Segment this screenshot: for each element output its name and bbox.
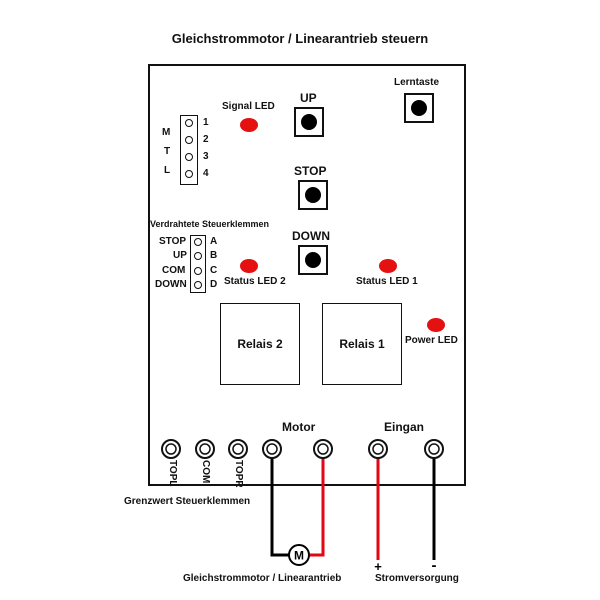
mode-letter-t: T: [164, 146, 171, 157]
relay-1-label: Relais 1: [339, 337, 385, 351]
motor-symbol-letter: M: [294, 549, 304, 563]
mode-pin-label-3: 3: [203, 151, 209, 162]
minus-sign: -: [432, 557, 437, 574]
mode-pin-label-1: 1: [203, 117, 209, 128]
limit-terminals-caption: Grenzwert Steuerklemmen: [124, 496, 251, 507]
terminal-letter-d: D: [210, 279, 218, 290]
limit-terminal-label-com: COM: [200, 460, 211, 484]
terminal-label-up: UP: [173, 250, 187, 261]
terminal-pin-a[interactable]: [194, 238, 202, 246]
mode-jumper-block[interactable]: [180, 115, 198, 185]
learn-button-label: Lerntaste: [394, 77, 440, 88]
motor-wire-red: [309, 456, 325, 557]
stop-button-label: STOP: [294, 164, 327, 178]
terminal-screw-motor-1[interactable]: [262, 439, 282, 459]
mode-pin-4[interactable]: [185, 170, 193, 178]
terminal-letter-a: A: [210, 236, 218, 247]
stop-button[interactable]: [298, 180, 328, 210]
terminal-screw-motor-2[interactable]: [313, 439, 333, 459]
up-button-label: UP: [300, 91, 317, 105]
terminal-letter-c: C: [210, 265, 218, 276]
terminal-pin-c[interactable]: [194, 267, 202, 275]
motor-wire-black: [270, 456, 289, 557]
wired-terminal-block[interactable]: [190, 235, 206, 293]
terminal-screw-topr[interactable]: [228, 439, 248, 459]
status-led-1-label: Status LED 1: [356, 276, 418, 287]
power-supply-caption: Stromversorgung: [375, 573, 459, 584]
learn-button[interactable]: [404, 93, 434, 123]
motor-heading: Motor: [282, 420, 316, 434]
signal-led-label: Signal LED: [222, 101, 275, 112]
mode-pin-label-2: 2: [203, 134, 209, 145]
up-button[interactable]: [294, 107, 324, 137]
relay-2-label: Relais 2: [237, 337, 283, 351]
mode-pin-2[interactable]: [185, 136, 193, 144]
relay-1: Relais 1: [322, 303, 402, 385]
terminal-pin-b[interactable]: [194, 252, 202, 260]
terminal-screw-power-minus[interactable]: [424, 439, 444, 459]
mode-pin-1[interactable]: [185, 119, 193, 127]
terminal-letter-b: B: [210, 250, 218, 261]
wired-terminals-heading: Verdrahtete Steuerklemmen: [150, 219, 270, 229]
terminal-label-com: COM: [162, 265, 186, 276]
signal-led: [240, 118, 258, 132]
relay-2: Relais 2: [220, 303, 300, 385]
controller-board: [148, 64, 466, 486]
limit-terminal-label-topr: TOPR: [233, 460, 244, 488]
terminal-screw-topl[interactable]: [161, 439, 181, 459]
diagram-title: Gleichstrommotor / Linearantrieb steuern: [171, 31, 429, 46]
mode-pin-3[interactable]: [185, 153, 193, 161]
power-led-label: Power LED: [405, 335, 458, 346]
terminal-label-down: DOWN: [155, 279, 187, 290]
limit-terminal-label-topl: TOPL: [167, 460, 178, 487]
status-led-2-label: Status LED 2: [224, 276, 286, 287]
terminal-screw-power-plus[interactable]: [368, 439, 388, 459]
mode-letter-l: L: [164, 165, 171, 176]
power-led: [427, 318, 445, 332]
input-heading: Eingan: [384, 420, 425, 434]
terminal-label-stop: STOP: [159, 236, 187, 247]
mode-pin-label-4: 4: [203, 168, 209, 179]
terminal-pin-d[interactable]: [194, 281, 202, 289]
mode-letter-m: M: [162, 127, 171, 138]
plus-sign: +: [374, 559, 382, 574]
down-button-label: DOWN: [292, 229, 330, 243]
motor-symbol: [288, 544, 310, 566]
terminal-screw-com[interactable]: [195, 439, 215, 459]
motor-caption: Gleichstrommotor / Linearantrieb: [183, 573, 342, 584]
status-led-1: [379, 259, 397, 273]
status-led-2: [240, 259, 258, 273]
down-button[interactable]: [298, 245, 328, 275]
